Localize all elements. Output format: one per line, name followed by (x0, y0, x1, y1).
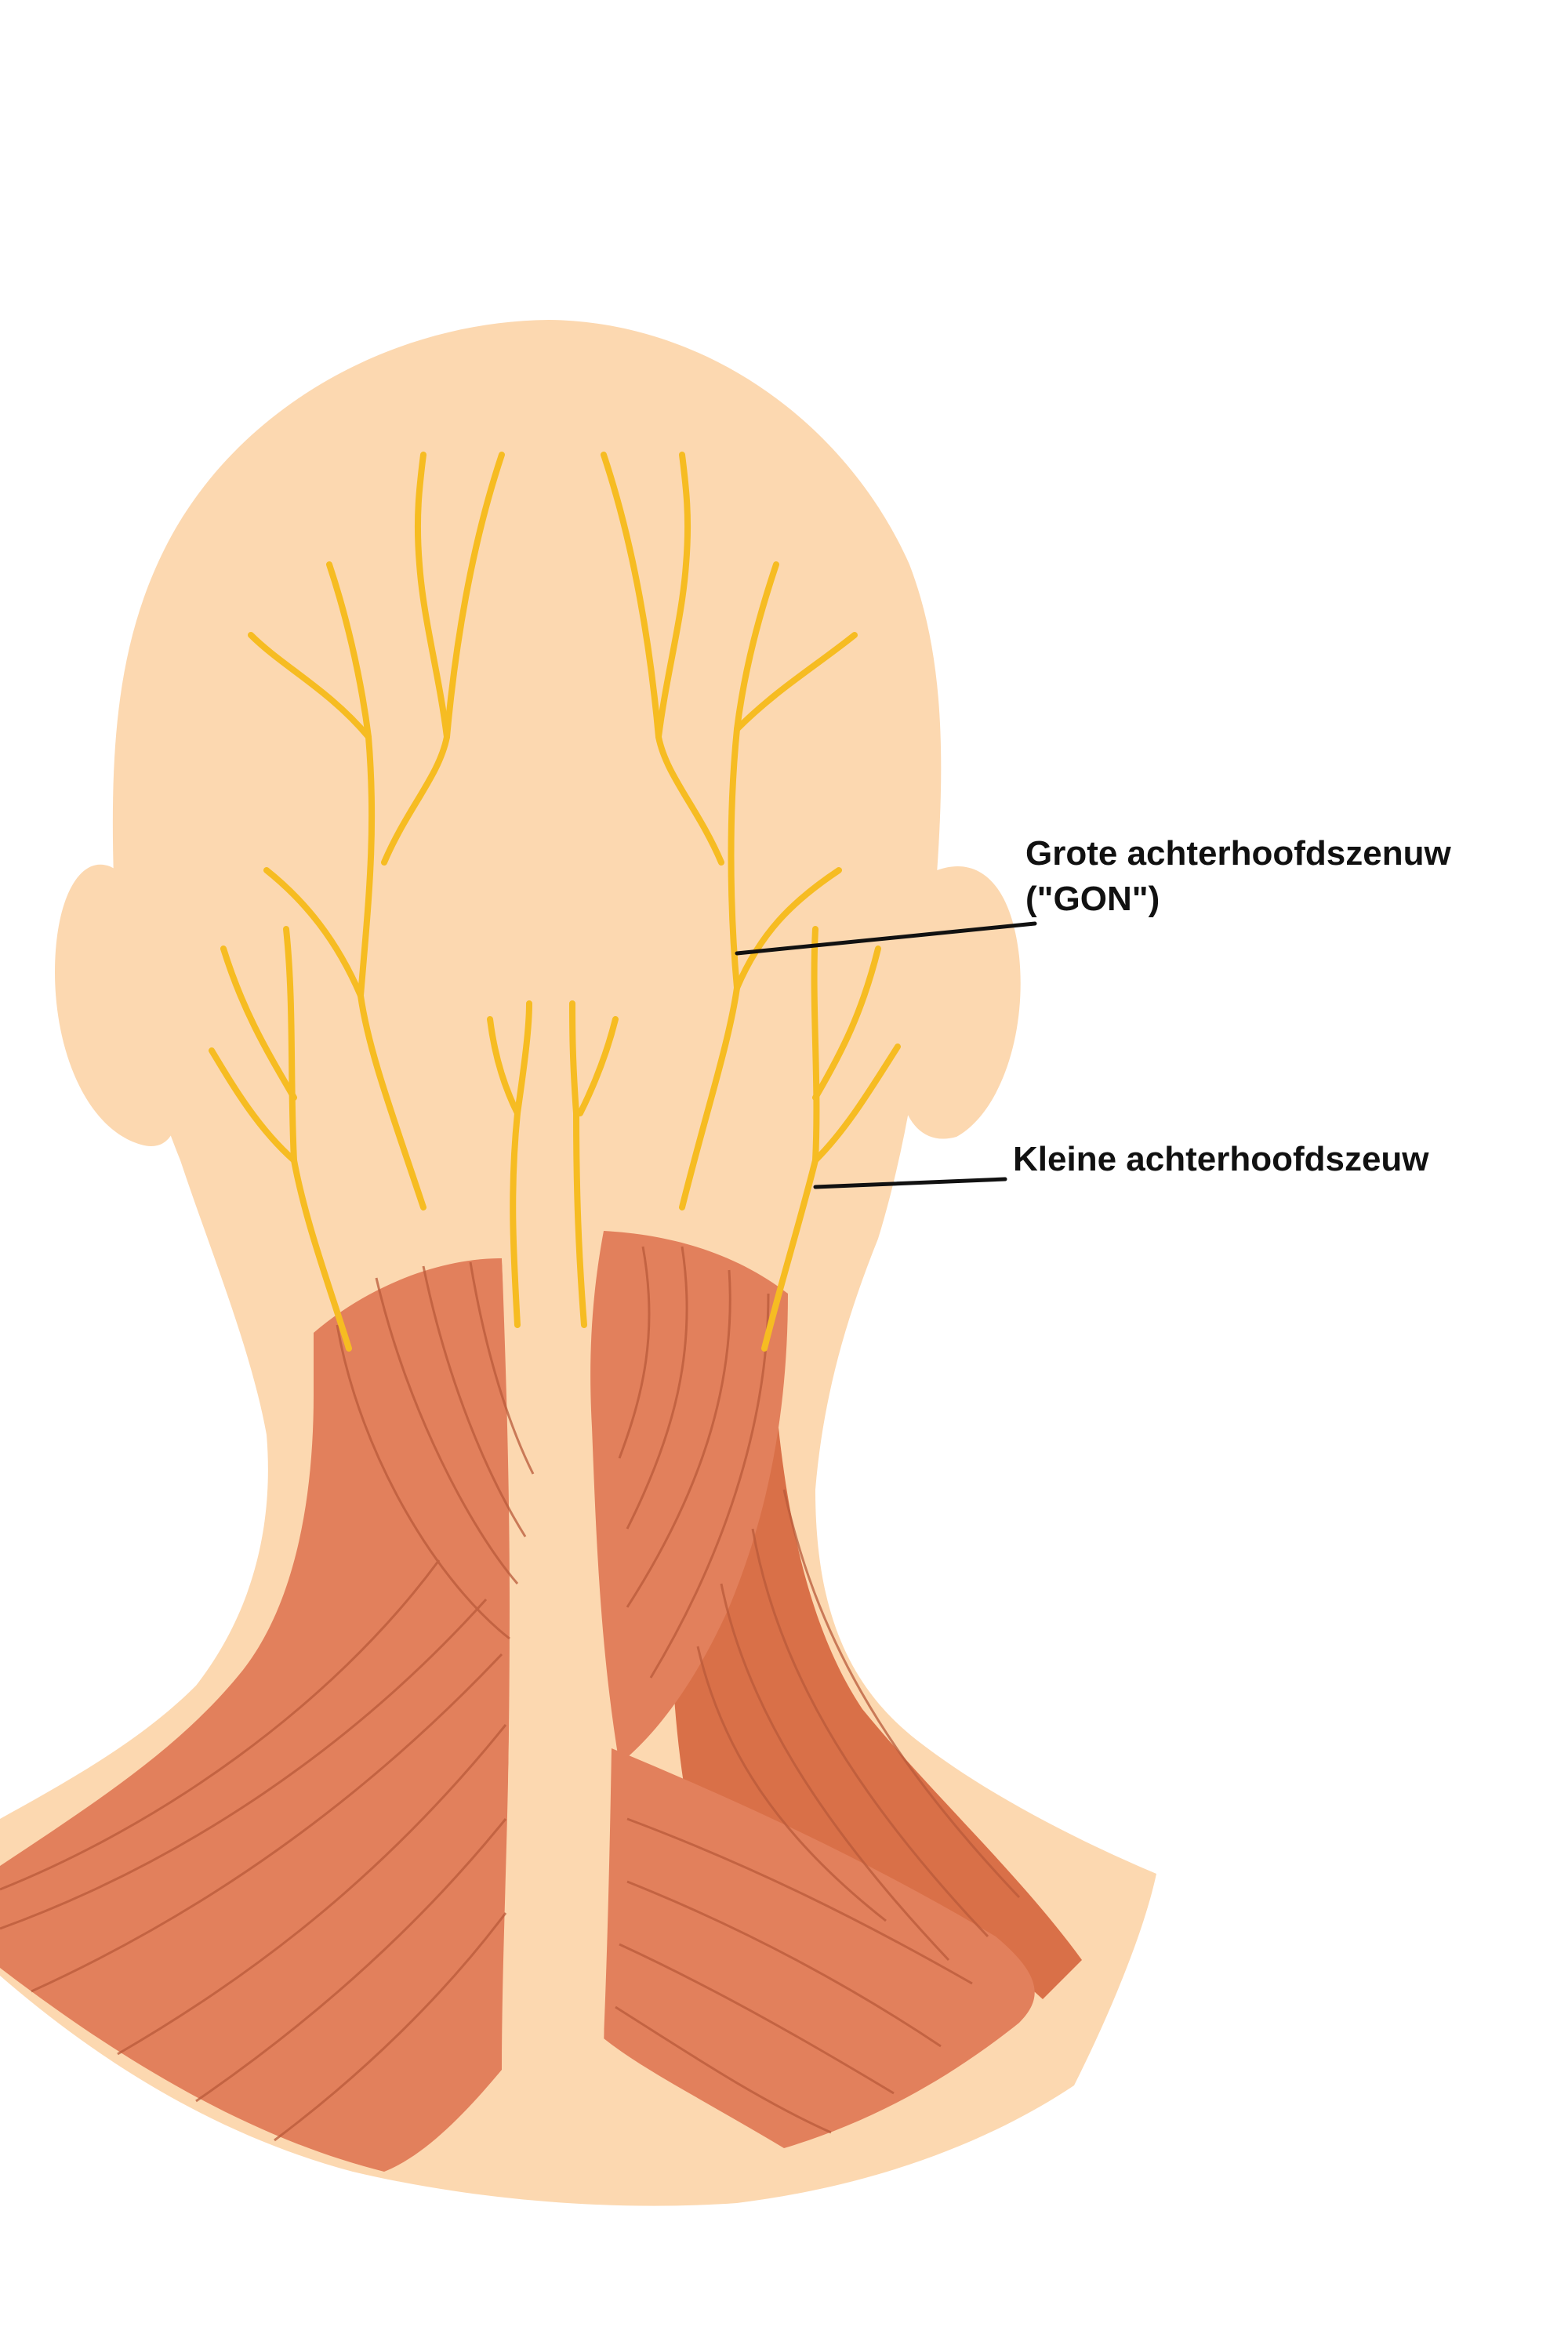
gon-label-line2: ("GON") (1025, 880, 1160, 918)
right-greater-occipital-nerve (679, 561, 779, 1210)
right-lower-muscle (604, 1748, 1035, 2148)
gon-leader-line (735, 921, 1037, 956)
greater-occipital-nerve-label: Grote achterhoofdszenuw ("GON") (1025, 831, 1451, 922)
right-upper-muscle (590, 1231, 788, 1764)
lesser-occipital-nerve-label: Kleine achterhoofdszeuw (1013, 1140, 1429, 1178)
neck-muscles (0, 1231, 1082, 2172)
left-third-occipital-nerve (510, 1000, 532, 1328)
left-greater-occipital-nerve (326, 561, 426, 1210)
right-ear (902, 866, 1021, 1139)
leader-lines (735, 921, 1037, 1189)
muscle-fibers (0, 1246, 1021, 2142)
left-ear (55, 864, 178, 1146)
left-greater-occipital-branch (381, 452, 505, 866)
occipital-nerves (209, 452, 901, 1352)
right-deep-muscle (671, 1403, 1082, 1999)
gon-label-line1: Grote achterhoofdszenuw (1025, 834, 1451, 873)
spine-gap (502, 1245, 606, 2078)
lon-leader-line (813, 1177, 1007, 1189)
right-third-occipital-nerve (569, 1000, 587, 1328)
